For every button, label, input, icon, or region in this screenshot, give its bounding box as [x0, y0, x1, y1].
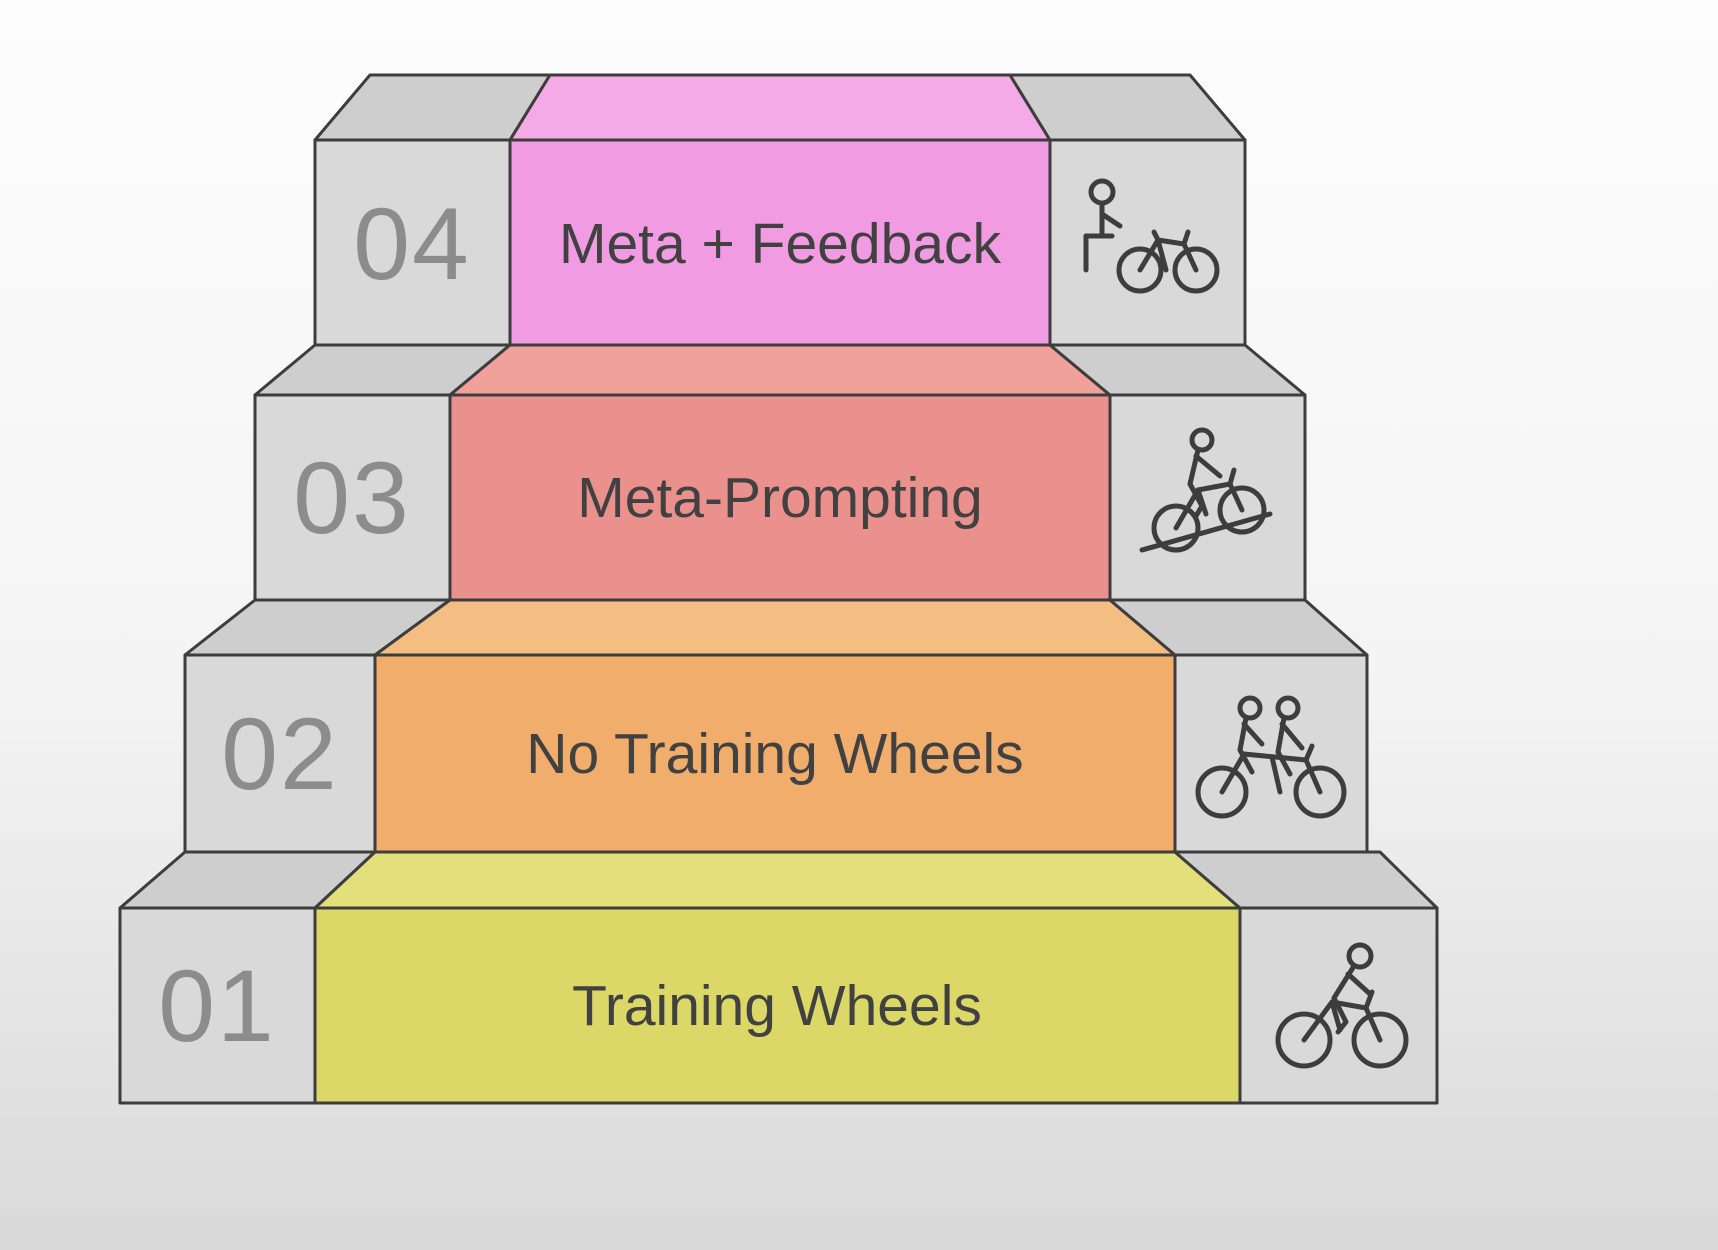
- step-04-top-center: [508, 73, 1052, 142]
- step-02-top-center: [373, 598, 1177, 657]
- person-with-bike-icon: [1083, 178, 1220, 294]
- step-03: 03 Meta-Prompting: [253, 343, 1307, 602]
- step-04-front-right-gray: [1048, 138, 1247, 347]
- step-03-front-right-gray: [1108, 393, 1307, 602]
- step-01-top-center: [313, 850, 1242, 910]
- step-number: 04: [353, 187, 470, 301]
- step-04: 04 Meta + Feedback: [313, 73, 1247, 347]
- tandem-bike-icon: [1195, 695, 1347, 819]
- step-01: 01 Training Wheels: [118, 850, 1439, 1105]
- step-label: Meta-Prompting: [577, 466, 983, 530]
- cyclist-icon: [1275, 942, 1409, 1069]
- step-label: Training Wheels: [572, 974, 982, 1038]
- step-number: 03: [293, 441, 410, 555]
- step-02: 02 No Training Wheels: [183, 598, 1369, 854]
- step-02-front-right-gray: [1173, 653, 1369, 854]
- step-number: 01: [158, 949, 275, 1063]
- cyclist-uphill-icon: [1139, 427, 1273, 553]
- step-label: No Training Wheels: [526, 722, 1023, 786]
- step-number: 02: [221, 697, 338, 811]
- step-04-top-right-gray: [1008, 73, 1247, 142]
- step-label: Meta + Feedback: [559, 212, 1002, 276]
- step-03-top-center: [448, 343, 1112, 397]
